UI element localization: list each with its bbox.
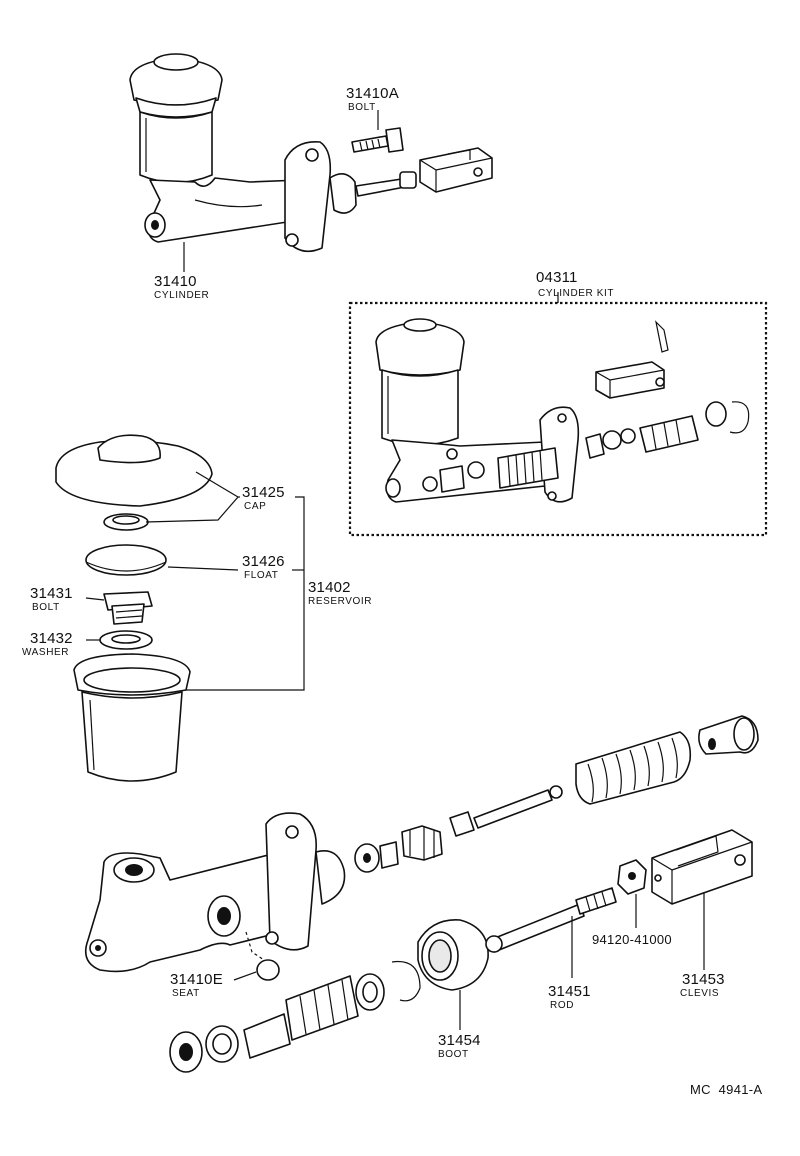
label-31451-number: 31451 bbox=[548, 983, 591, 1000]
exploded-cylinder-drawing bbox=[84, 715, 759, 1073]
cylinder-assembly-drawing bbox=[129, 53, 493, 253]
label-31432-number: 31432 bbox=[30, 630, 73, 647]
label-04311-name: CYLINDER KIT bbox=[538, 288, 614, 299]
label-31410-name: CYLINDER bbox=[154, 290, 209, 301]
label-31410A-name: BOLT bbox=[348, 102, 376, 113]
label-94120-41000-number: 94120-41000 bbox=[592, 932, 672, 947]
label-31410-number: 31410 bbox=[154, 273, 197, 290]
label-31426-name: FLOAT bbox=[244, 570, 278, 581]
label-31454-number: 31454 bbox=[438, 1032, 481, 1049]
label-31410E-name: SEAT bbox=[172, 988, 200, 999]
label-31426-number: 31426 bbox=[242, 553, 285, 570]
label-31432-name: WASHER bbox=[22, 647, 69, 658]
label-31410A-number: 31410A bbox=[346, 85, 399, 102]
cylinder-kit-drawing bbox=[375, 318, 750, 503]
label-31453-name: CLEVIS bbox=[680, 988, 719, 999]
label-31410E-number: 31410E bbox=[170, 971, 223, 988]
reservoir-parts-drawing bbox=[55, 434, 213, 782]
label-31402-number: 31402 bbox=[308, 579, 351, 596]
label-31431-name: BOLT bbox=[32, 602, 60, 613]
label-04311-number: 04311 bbox=[536, 269, 578, 286]
label-31425-name: CAP bbox=[244, 501, 266, 512]
label-31431-number: 31431 bbox=[30, 585, 73, 602]
cylinder-kit-box bbox=[348, 301, 768, 537]
label-31425-number: 31425 bbox=[242, 484, 285, 501]
label-31451-name: ROD bbox=[550, 1000, 574, 1011]
diagram-reference-code: MC 4941-A bbox=[690, 1082, 762, 1097]
label-31402-name: RESERVOIR bbox=[308, 596, 372, 607]
label-31454-name: BOOT bbox=[438, 1049, 469, 1060]
label-31453-number: 31453 bbox=[682, 971, 725, 988]
